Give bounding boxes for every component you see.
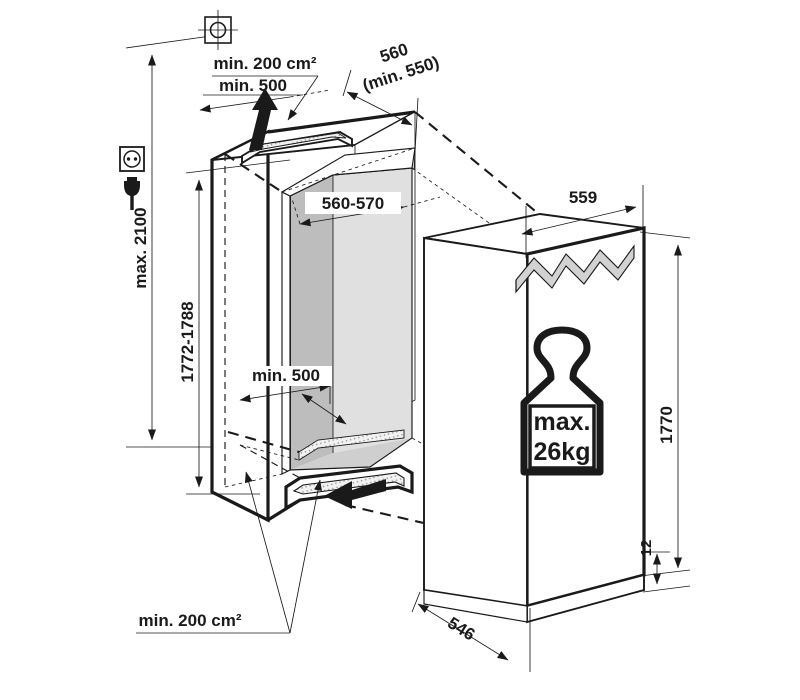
door-grip-handle (515, 244, 635, 294)
dim-text-door-height: 1770 (657, 406, 676, 444)
dimension-niche-height: 1772-1788 (178, 159, 291, 495)
max-load-line2: 26kg (534, 438, 591, 466)
door-panel-group: max. 26kg (423, 213, 646, 624)
top-ventilation-slot (249, 132, 347, 153)
ext-line-depth-a (411, 591, 421, 613)
cabinet-left-side-panel (210, 129, 270, 523)
in-airflow-arrow-icon (324, 479, 386, 509)
dimension-clearance-bottom: min. 500 (239, 366, 347, 425)
projection-top-to-door (414, 111, 541, 216)
hidden-top-diagonal (224, 153, 283, 193)
hidden-top-rear-edge (267, 110, 416, 134)
dim-text-max-2100: max. 2100 (131, 207, 150, 288)
label-text-vent-area-top: min. 200 cm² (214, 54, 317, 73)
weight-block-icon: max. 26kg (520, 326, 604, 476)
dimension-door-height: 1770 (639, 231, 691, 577)
ext-line-gap-bottom (642, 585, 691, 593)
cabinet-bottom-edge (211, 490, 269, 522)
ext-line-door-bottom (639, 569, 691, 577)
dim-line-appliance-depth (417, 603, 509, 661)
dim-text-clearance-bottom: min. 500 (252, 366, 320, 385)
label-vent-area-bottom: min. 200 cm² (136, 471, 322, 634)
leader-line-vent-bot-a (244, 471, 291, 634)
power-plug-icon (124, 177, 140, 210)
dim-text-bg-min500-bot (240, 366, 332, 386)
dimension-door-gap: 12 (638, 540, 691, 593)
up-airflow-arrow-icon (249, 88, 278, 150)
niche-floor (290, 438, 412, 470)
dim-line-clearance-bottom (239, 383, 331, 403)
crosshair-target-icon (198, 10, 238, 50)
niche-back-wall (333, 168, 412, 453)
hidden-floor-diagonal (224, 473, 283, 488)
ext-line-door-top (639, 231, 691, 239)
hidden-lower-vent-line-2 (239, 444, 300, 461)
niche-front-frame-left (281, 191, 291, 475)
dim-text-niche-height: 1772-1788 (178, 301, 197, 382)
ext-line-niche-width-left (291, 198, 301, 225)
max-load-line1: max. (534, 408, 591, 436)
dim-line-door-width (521, 205, 637, 236)
label-text-vent-area-bottom: min. 200 cm² (139, 611, 242, 630)
niche-floor-vent-strip (298, 429, 405, 461)
hidden-vent-edge (227, 430, 300, 454)
dim-text-bg-niche-width (305, 192, 401, 214)
ext-line-niche-width-right (403, 196, 441, 208)
dim-line-vent-depth (301, 393, 347, 425)
dim-text-niche-width: 560-570 (322, 194, 384, 213)
hidden-top-inner-diagonal (281, 147, 416, 193)
door-side-face (423, 236, 528, 608)
dim-text-clearance-top: min. 500 (219, 76, 287, 95)
dimension-niche-width: 560-570 (291, 192, 441, 227)
cabinet-bottom-front (267, 498, 301, 522)
dimension-door-width: 559 (521, 185, 644, 258)
leader-line-vent-top (287, 75, 319, 121)
leader-line-vent-bot-b (289, 479, 322, 634)
power-socket-icon (119, 146, 145, 172)
label-vent-area-top: min. 200 cm² (212, 54, 319, 121)
dim-line-niche-depth (346, 91, 413, 126)
ext-line-depth-left (342, 69, 352, 97)
dimension-clearance-top: min. 500 (199, 76, 331, 113)
dim-text-door-gap: 12 (638, 540, 655, 557)
projection-niche-top (411, 167, 521, 246)
ext-line-niche-top (185, 159, 291, 174)
ext-line-depth-right (413, 97, 419, 171)
dim-line-clearance-top (199, 96, 291, 113)
dim-text-door-width: 559 (569, 188, 597, 207)
